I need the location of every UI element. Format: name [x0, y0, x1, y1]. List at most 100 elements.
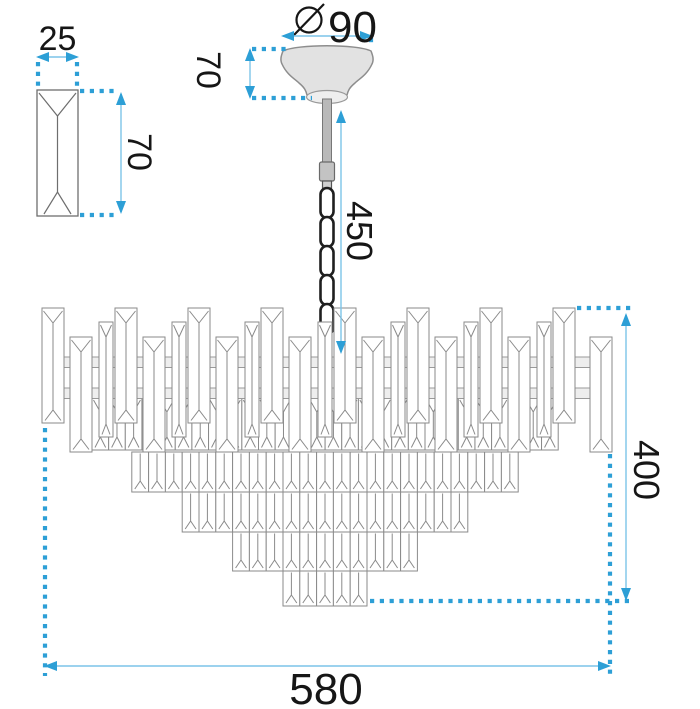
tier-crystal-facets: [218, 493, 231, 530]
fringe-bar-low-facets: [509, 339, 529, 450]
tier-crystal-facets: [335, 493, 348, 530]
tier-crystal-facets: [302, 572, 315, 604]
dimension-arrowhead: [245, 48, 255, 61]
tier-crystal-facets: [235, 533, 247, 569]
chain-link: [319, 186, 335, 220]
tier-crystal-facets: [251, 533, 264, 569]
dimension-arrowhead: [44, 661, 57, 671]
fringe-bar-mid-facets: [246, 324, 258, 435]
fringe-bar-low-facets: [363, 339, 383, 450]
tier-crystal-facets: [352, 493, 365, 530]
tier-crystal-facets: [151, 453, 163, 490]
tier-crystal-facets: [335, 453, 348, 490]
fringe-bar-low-facets: [436, 339, 456, 450]
tier-crystal-facets: [419, 453, 432, 490]
fringe-bar-high-facets: [43, 310, 63, 421]
fringe-bar-low-facets: [71, 339, 91, 450]
tier-crystal-facets: [487, 453, 499, 490]
tier-crystal-facets: [335, 572, 348, 604]
crystal-tier-row: [181, 491, 469, 533]
fringe-bar-high-facets: [189, 310, 209, 421]
tier-crystal-facets: [386, 493, 399, 530]
dimension-arrowhead: [621, 588, 631, 601]
tier-crystal-facets: [419, 493, 432, 530]
tier-crystal-facets: [184, 493, 197, 530]
dimension-arrowhead: [598, 661, 611, 671]
fringe-bar-mid-facets: [392, 324, 404, 435]
tier-crystal-facets: [302, 453, 315, 490]
fringe-bar-mid-facets: [173, 324, 185, 435]
tier-crystal-facets: [319, 533, 331, 569]
tier-crystal-facets: [268, 453, 281, 490]
fringe-bar-mid-facets: [465, 324, 477, 435]
tier-crystal-facets: [184, 453, 197, 490]
tier-crystal-facets: [134, 453, 147, 490]
dimension-arrowhead: [336, 341, 346, 354]
dimension-arrowhead: [281, 31, 294, 41]
tier-crystal-facets: [319, 453, 331, 490]
fringe-bar-low-facets: [144, 339, 164, 450]
crystal-tier-row: [131, 451, 519, 493]
diameter-icon: [293, 3, 325, 36]
dimension-arrowhead: [116, 92, 126, 105]
dimension-arrowhead: [116, 201, 126, 214]
chain-link: [319, 215, 335, 249]
tier-crystal-facets: [251, 453, 264, 490]
crystal-tiers: [131, 451, 519, 607]
tier-crystal-facets: [285, 572, 298, 604]
tier-crystal-facets: [352, 453, 365, 490]
detail-height-label: 70: [120, 133, 158, 171]
tier-crystal-facets: [352, 533, 365, 569]
canopy-diameter-label: 90: [328, 3, 377, 52]
chandelier-body: [41, 307, 613, 607]
rod-connector: [318, 161, 336, 182]
tier-crystal-facets: [403, 533, 415, 569]
dimension-arrowhead: [621, 313, 631, 326]
tier-crystal-facets: [403, 453, 415, 490]
fringe-bar-mid-facets: [100, 324, 112, 435]
dimension-labels: 25 70 90 70 450 400 580: [39, 3, 667, 709]
tier-crystal-facets: [319, 493, 331, 530]
tier-crystal-facets: [352, 572, 365, 604]
tier-crystal-facets: [503, 453, 516, 490]
fringe-bar-high-facets: [481, 310, 501, 421]
fringe-bar-high-facets: [335, 310, 355, 421]
tier-crystal-facets: [201, 493, 214, 530]
tier-crystal-facets: [268, 493, 281, 530]
tier-crystal-facets: [453, 453, 466, 490]
tier-crystal-facets: [453, 493, 466, 530]
tier-crystal-facets: [218, 453, 231, 490]
tier-crystal-facets: [335, 533, 348, 569]
tier-crystal-facets: [235, 453, 247, 490]
canopy-bell: [280, 45, 374, 96]
tier-crystal-facets: [285, 533, 298, 569]
detail-width-label: 25: [39, 20, 77, 58]
tier-crystal-facets: [403, 493, 415, 530]
tier-crystal-facets: [386, 453, 399, 490]
tier-crystal-facets: [319, 572, 331, 604]
suspension-length-label: 450: [339, 201, 380, 261]
suspension-chain: [318, 98, 336, 347]
fringe-bar-low-facets: [290, 339, 310, 450]
crystal-tier-row: [232, 531, 418, 572]
tier-crystal-facets: [251, 493, 264, 530]
tier-crystal-facets: [436, 493, 449, 530]
fringe-bar-high-facets: [554, 310, 574, 421]
tier-crystal-facets: [201, 453, 214, 490]
dimension-arrowhead: [336, 110, 346, 123]
tier-crystal-facets: [369, 493, 382, 530]
suspension-rod: [322, 98, 332, 163]
crystal-tier-row: [282, 570, 368, 607]
body-height-label: 400: [626, 440, 667, 500]
tier-crystal-facets: [302, 493, 315, 530]
tier-crystal-facets: [436, 453, 449, 490]
fringe-bar-high-facets: [408, 310, 428, 421]
fringe-bar-low-facets: [217, 339, 237, 450]
tier-crystal-facets: [369, 453, 382, 490]
tier-crystal-facets: [167, 453, 180, 490]
tier-crystal-facets: [369, 533, 382, 569]
fringe-bar-mid-facets: [538, 324, 550, 435]
chain-links: [319, 186, 335, 336]
